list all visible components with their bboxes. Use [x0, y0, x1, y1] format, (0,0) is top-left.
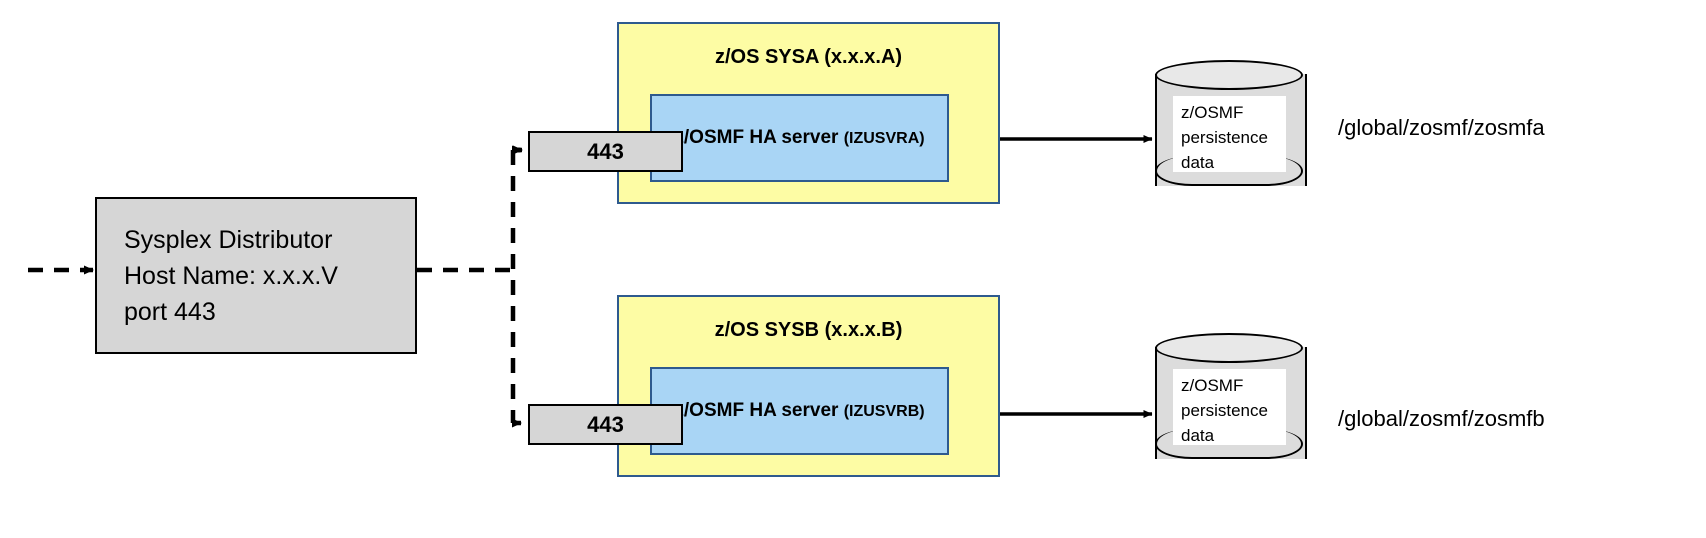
port-box-sysa[interactable]: 443: [528, 131, 683, 172]
storage-label-sysa: z/OSMF persistence data: [1173, 96, 1286, 172]
mount-path-label-sysb: /global/zosmf/zosmfb: [1338, 406, 1545, 431]
storage-label-sysb: z/OSMF persistence data: [1173, 369, 1286, 445]
zosmf-server-instance-sysa: (IZUSVRA): [843, 130, 925, 147]
zosmf-server-label-sysa: z/OSMF HA server (IZUSVRA): [674, 127, 924, 149]
port-box-sysb[interactable]: 443: [528, 404, 683, 445]
zosmf-server-box-sysb[interactable]: z/OSMF HA server (IZUSVRB): [650, 367, 949, 455]
storage-cylinder-sysb[interactable]: z/OSMF persistence data: [1155, 333, 1307, 459]
mount-path-label-sysa: /global/zosmf/zosmfa: [1338, 115, 1545, 140]
port-label-sysa: 443: [587, 138, 624, 164]
zosmf-server-box-sysa[interactable]: z/OSMF HA server (IZUSVRA): [650, 94, 949, 182]
lpar-title-sysa: z/OS SYSA (x.x.x.A): [714, 46, 903, 68]
zosmf-server-instance-sysb: (IZUSVRB): [843, 403, 925, 420]
sysplex-distributor-label: Sysplex Distributor Host Name: x.x.x.V p…: [124, 225, 338, 326]
sysplex-distributor-box[interactable]: Sysplex Distributor Host Name: x.x.x.V p…: [95, 197, 417, 354]
port-label-sysb: 443: [587, 411, 624, 437]
zosmf-server-name-sysa: z/OSMF HA server: [674, 127, 839, 148]
zosmf-server-label-sysb: z/OSMF HA server (IZUSVRB): [674, 400, 924, 422]
cylinder-top-sysa: [1155, 60, 1303, 90]
zosmf-server-name-sysb: z/OSMF HA server: [674, 400, 839, 421]
storage-cylinder-sysa[interactable]: z/OSMF persistence data: [1155, 60, 1307, 186]
lpar-title-sysb: z/OS SYSB (x.x.x.B): [714, 319, 903, 341]
cylinder-top-sysb: [1155, 333, 1303, 363]
